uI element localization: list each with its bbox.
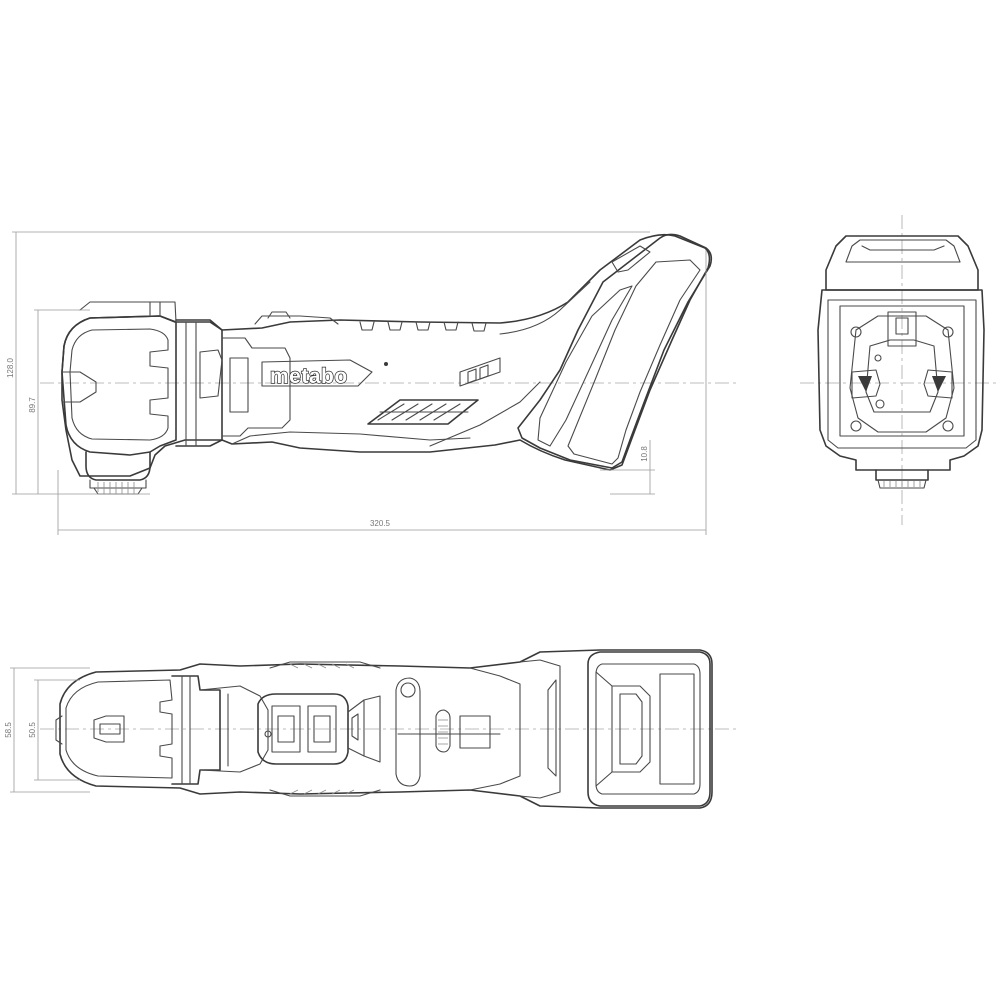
top-body-outline bbox=[59, 649, 713, 809]
front-body-outline bbox=[817, 289, 985, 471]
top-view bbox=[55, 649, 713, 809]
dim-body-width: 50.5 bbox=[28, 722, 37, 738]
side-spindle bbox=[85, 451, 151, 481]
side-body-outline bbox=[61, 233, 711, 477]
front-view bbox=[817, 235, 985, 489]
dim-total-height: 128.0 bbox=[6, 357, 15, 378]
top-battery bbox=[587, 651, 711, 807]
dim-overall-width: 58.5 bbox=[4, 722, 13, 738]
side-battery bbox=[517, 233, 713, 469]
front-battery-outline bbox=[825, 235, 979, 291]
side-dimensions: 128.0 89.7 320.5 10.8 bbox=[6, 231, 707, 535]
dim-total-length: 320.5 bbox=[370, 519, 391, 528]
dim-body-height: 89.7 bbox=[28, 397, 37, 413]
speed-wheel bbox=[435, 709, 451, 753]
dim-foot-offset: 10.8 bbox=[640, 446, 649, 462]
side-view: metabo bbox=[61, 233, 713, 495]
side-tool-head bbox=[61, 315, 177, 456]
top-dimensions: 58.5 50.5 bbox=[4, 667, 90, 793]
top-switch-pad bbox=[257, 693, 349, 765]
side-vent-grille bbox=[367, 399, 479, 425]
center-lines bbox=[40, 215, 1000, 730]
speed-indicator bbox=[459, 357, 501, 387]
brand-logo: metabo bbox=[270, 365, 348, 388]
